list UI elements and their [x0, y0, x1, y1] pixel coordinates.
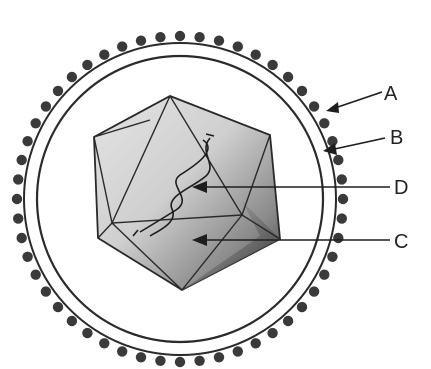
surface-knob — [194, 356, 204, 366]
surface-knob — [319, 118, 329, 128]
surface-knob — [309, 286, 319, 296]
surface-knob — [12, 194, 22, 204]
surface-knob — [99, 50, 109, 60]
surface-knob — [22, 136, 32, 146]
surface-knob — [53, 86, 63, 96]
surface-knob — [297, 86, 307, 96]
surface-knob — [175, 31, 185, 41]
icosahedral-capsid — [94, 96, 280, 290]
surface-knob — [41, 286, 51, 296]
surface-knob — [267, 328, 277, 338]
surface-knob — [233, 346, 243, 356]
surface-knob — [175, 357, 185, 367]
surface-knob — [67, 72, 77, 82]
surface-knob — [99, 338, 109, 348]
surface-knob — [13, 174, 23, 184]
surface-knob — [333, 155, 343, 165]
surface-knob — [337, 174, 347, 184]
surface-knob — [117, 346, 127, 356]
surface-knob — [67, 316, 77, 326]
surface-knob — [136, 352, 146, 362]
label-d: D — [394, 177, 408, 199]
surface-knob — [17, 233, 27, 243]
surface-knob — [194, 32, 204, 42]
surface-knob — [251, 338, 261, 348]
surface-knob — [233, 41, 243, 51]
surface-knob — [155, 32, 165, 42]
surface-knob — [82, 328, 92, 338]
surface-knob — [136, 36, 146, 46]
surface-knob — [333, 233, 343, 243]
surface-knob — [283, 72, 293, 82]
surface-knob — [17, 155, 27, 165]
surface-knob — [267, 60, 277, 70]
arrowhead-a — [326, 102, 339, 113]
surface-knob — [327, 252, 337, 262]
surface-knob — [155, 356, 165, 366]
surface-knob — [22, 252, 32, 262]
surface-knob — [338, 194, 348, 204]
surface-knob — [13, 213, 23, 223]
surface-knob — [31, 270, 41, 280]
label-c: C — [394, 231, 408, 253]
surface-knob — [309, 101, 319, 111]
surface-knob — [41, 101, 51, 111]
surface-knob — [297, 302, 307, 312]
label-a: A — [384, 83, 398, 105]
surface-knob — [214, 36, 224, 46]
surface-knob — [214, 352, 224, 362]
surface-knob — [319, 270, 329, 280]
surface-knob — [283, 316, 293, 326]
leader-line-a — [332, 92, 382, 109]
leader-line-b — [330, 138, 385, 150]
surface-knob — [117, 41, 127, 51]
surface-knob — [251, 50, 261, 60]
surface-knob — [31, 118, 41, 128]
surface-knob — [82, 60, 92, 70]
label-b: B — [390, 127, 403, 149]
surface-knob — [53, 302, 63, 312]
surface-knob — [337, 213, 347, 223]
